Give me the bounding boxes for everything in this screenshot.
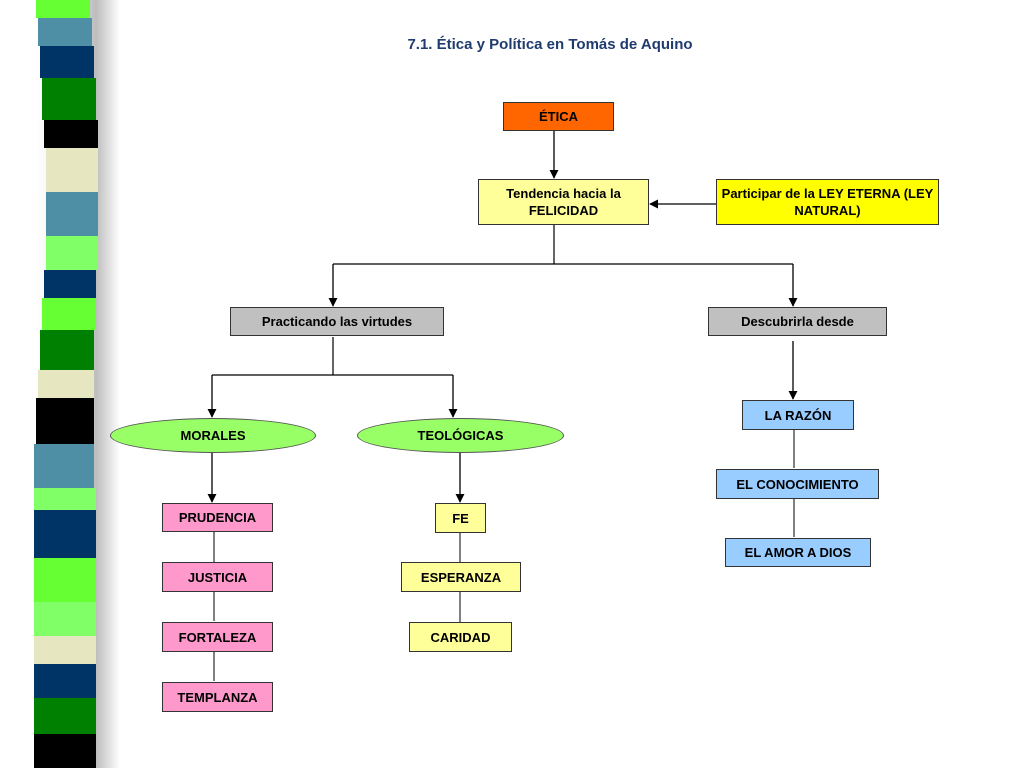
node-fortaleza: FORTALEZA: [162, 622, 273, 652]
stripe: [34, 698, 96, 734]
stripe: [34, 734, 96, 768]
node-fe: FE: [435, 503, 486, 533]
node-teologicas: TEOLÓGICAS: [357, 418, 564, 453]
node-etica: ÉTICA: [503, 102, 614, 131]
page-title: 7.1. Ética y Política en Tomás de Aquino: [407, 36, 693, 53]
stripe: [44, 120, 98, 148]
stripe: [46, 148, 98, 192]
node-morales: MORALES: [110, 418, 316, 453]
stripe: [38, 18, 92, 46]
stripe: [36, 398, 94, 444]
node-esperanza: ESPERANZA: [401, 562, 521, 592]
node-el-conocimiento: EL CONOCIMIENTO: [716, 469, 879, 499]
stripe: [42, 78, 96, 120]
decorative-stripe-band: [0, 0, 120, 768]
stripe: [34, 602, 96, 636]
stripe: [36, 0, 90, 18]
node-caridad: CARIDAD: [409, 622, 512, 652]
stripe: [34, 636, 96, 664]
node-prudencia: PRUDENCIA: [162, 503, 273, 532]
stripe: [34, 558, 96, 602]
stripe: [40, 330, 94, 370]
node-descubrirla-desde: Descubrirla desde: [708, 307, 887, 336]
stripe: [34, 510, 96, 558]
stripe: [34, 664, 96, 698]
stripe: [40, 46, 94, 78]
node-templanza: TEMPLANZA: [162, 682, 273, 712]
stripe: [46, 236, 98, 270]
stripe: [46, 192, 98, 236]
stripe: [42, 298, 96, 330]
node-tendencia-felicidad: Tendencia hacia la FELICIDAD: [478, 179, 649, 225]
node-la-razon: LA RAZÓN: [742, 400, 854, 430]
stripe: [34, 444, 94, 488]
node-justicia: JUSTICIA: [162, 562, 273, 592]
node-practicando-virtudes: Practicando las virtudes: [230, 307, 444, 336]
stripe: [44, 270, 96, 298]
node-el-amor-a-dios: EL AMOR A DIOS: [725, 538, 871, 567]
node-participar-ley-eterna: Participar de la LEY ETERNA (LEY NATURAL…: [716, 179, 939, 225]
stripe: [38, 370, 94, 398]
stripe: [34, 488, 96, 510]
